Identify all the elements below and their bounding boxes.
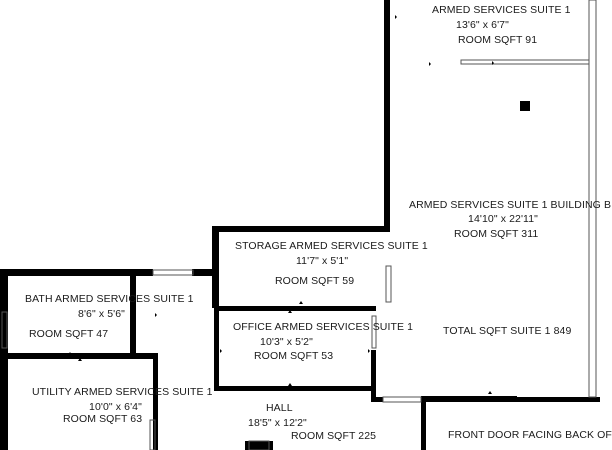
room-area-utility: ROOM SQFT 63 [63, 413, 143, 425]
wall [0, 269, 8, 450]
room-dims-building: 14'10" x 22'11" [468, 213, 538, 225]
markers [68, 15, 530, 394]
wall [245, 441, 273, 450]
wall [153, 353, 158, 450]
dim-arrow [492, 61, 494, 65]
dim-arrow [155, 313, 157, 317]
dim-arrow [488, 391, 492, 394]
room-name-hall: HALL [266, 402, 293, 414]
wall [0, 269, 153, 276]
room-area-storage: ROOM SQFT 59 [275, 275, 355, 287]
room-name-bath: BATH ARMED SERVICES SUITE 1 [25, 293, 194, 305]
dim-arrow [429, 62, 431, 66]
dim-arrow [288, 383, 292, 386]
door-frame [382, 396, 422, 403]
room-name-suite: ARMED SERVICES SUITE 1 [432, 4, 571, 16]
wall [130, 276, 136, 356]
room-name-storage: STORAGE ARMED SERVICES SUITE 1 [235, 240, 428, 252]
wall [212, 226, 219, 308]
room-area-suite: ROOM SQFT 91 [458, 34, 538, 46]
room-dims-office: 10'3" x 5'2" [260, 336, 313, 348]
room-area-bath: ROOM SQFT 47 [29, 328, 109, 340]
dim-arrow [395, 15, 397, 19]
wall [517, 397, 600, 402]
room-name-utility: UTILITY ARMED SERVICES SUITE 1 [32, 386, 213, 398]
wall [421, 396, 517, 402]
room-dims-suite: 13'6" x 6'7" [456, 19, 509, 31]
dim-arrow [220, 349, 222, 353]
room-dims-bath: 8'6" x 5'6" [78, 308, 126, 320]
room-area-building: ROOM SQFT 311 [454, 228, 539, 240]
dim-arrow [299, 226, 303, 229]
door-frame [248, 440, 270, 450]
dim-arrow [288, 310, 292, 313]
room-dims-storage: 11'7" x 5'1" [296, 255, 349, 267]
room-name-building: ARMED SERVICES SUITE 1 BUILDING B [409, 199, 612, 211]
room-dims-utility: 10'0" x 6'4" [89, 401, 142, 413]
wall [371, 397, 383, 402]
wall [214, 306, 219, 390]
room-dims-hall: 18'5" x 12'2" [248, 417, 307, 429]
wall [0, 353, 158, 359]
partition [460, 59, 590, 65]
dim-arrow [368, 349, 370, 353]
wall [192, 269, 219, 276]
door-frame [152, 269, 194, 276]
wall [384, 0, 390, 231]
front-door-label: FRONT DOOR FACING BACK OF [448, 429, 612, 441]
door-frame [371, 315, 377, 349]
window [588, 0, 597, 398]
dim-arrow [78, 358, 82, 361]
thin-walls [1, 0, 597, 450]
door-frame [1, 311, 8, 349]
door-frame [385, 265, 392, 303]
room-area-office: ROOM SQFT 53 [254, 350, 334, 362]
fixture [520, 101, 530, 111]
wall [421, 396, 426, 450]
total-sqft: TOTAL SQFT SUITE 1 849 [443, 325, 572, 337]
dim-arrow [299, 301, 303, 304]
wall [214, 306, 376, 311]
wall [214, 386, 376, 391]
room-area-hall: ROOM SQFT 225 [291, 430, 377, 442]
wall [371, 350, 376, 402]
dim-arrow [68, 352, 72, 355]
room-name-office: OFFICE ARMED SERVICES SUITE 1 [233, 321, 414, 333]
door-frame [149, 419, 156, 450]
